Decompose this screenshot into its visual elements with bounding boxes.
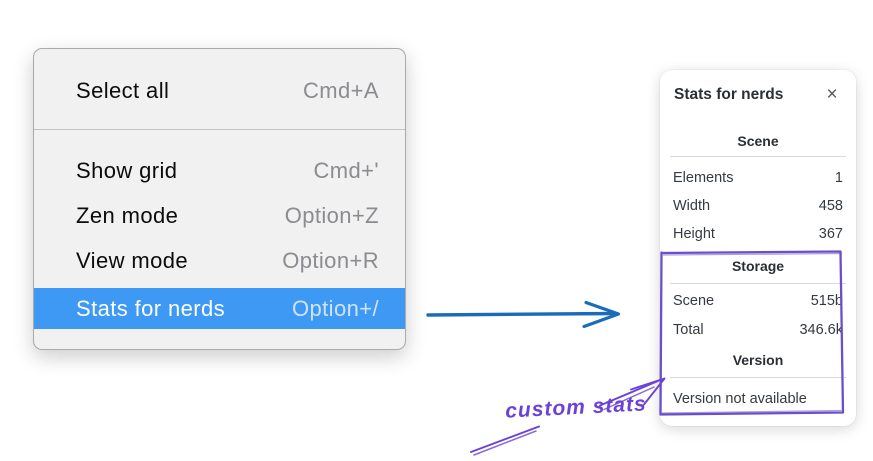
stat-value: 346.6k — [799, 322, 843, 338]
menu-item-view-mode[interactable]: View mode Option+R — [34, 238, 405, 284]
storage-section-heading: Storage — [731, 258, 785, 274]
stat-row-elements: Elements 1 — [673, 168, 843, 188]
menu-item-label: Select all — [76, 78, 170, 103]
stat-label: Width — [673, 198, 711, 214]
menu-item-shortcut: Option+Z — [284, 202, 379, 228]
stat-label: Scene — [673, 293, 715, 309]
context-menu: Select all Cmd+A Show grid Cmd+' Zen mod… — [33, 48, 406, 350]
stat-value: 515b — [810, 293, 843, 309]
custom-stats-label: custom stats — [504, 392, 648, 423]
menu-item-select-all[interactable]: Select all Cmd+A — [34, 67, 405, 115]
menu-to-panel-arrow — [426, 300, 621, 329]
stat-value: 367 — [818, 226, 843, 242]
stats-panel: Stats for nerds × Scene Elements 1 Width… — [660, 70, 856, 426]
stat-row-storage-total: Total 346.6k — [673, 320, 843, 340]
menu-item-stats-for-nerds[interactable]: Stats for nerds Option+/ — [34, 288, 405, 329]
stat-label: Total — [673, 322, 704, 338]
menu-item-label: Show grid — [76, 157, 178, 183]
menu-item-zen-mode[interactable]: Zen mode Option+Z — [34, 193, 405, 238]
menu-item-shortcut: Option+R — [282, 248, 379, 273]
menu-item-shortcut: Cmd+A — [303, 78, 379, 103]
version-section-heading: Version — [732, 352, 784, 368]
menu-item-shortcut: Cmd+' — [313, 157, 379, 183]
scene-section-heading: Scene — [737, 133, 779, 149]
section-divider — [670, 377, 846, 378]
menu-divider — [34, 129, 405, 130]
menu-item-label: View mode — [76, 248, 189, 273]
stat-label: Height — [673, 226, 715, 242]
version-note: Version not available — [673, 391, 807, 407]
stat-row-height: Height 367 — [673, 224, 843, 244]
section-divider — [670, 156, 846, 157]
stat-value: 458 — [818, 198, 843, 214]
stat-value: 1 — [834, 170, 843, 186]
stat-row-width: Width 458 — [673, 196, 843, 216]
stat-row-storage-scene: Scene 515b — [673, 291, 843, 311]
stat-label: Elements — [673, 170, 734, 186]
section-divider — [670, 283, 846, 284]
menu-item-shortcut: Option+/ — [292, 295, 379, 321]
menu-item-show-grid[interactable]: Show grid Cmd+' — [34, 148, 405, 193]
stats-panel-title: Stats for nerds — [674, 86, 784, 103]
menu-item-label: Stats for nerds — [76, 295, 226, 321]
menu-item-label: Zen mode — [76, 202, 179, 228]
close-icon[interactable]: × — [826, 83, 838, 105]
